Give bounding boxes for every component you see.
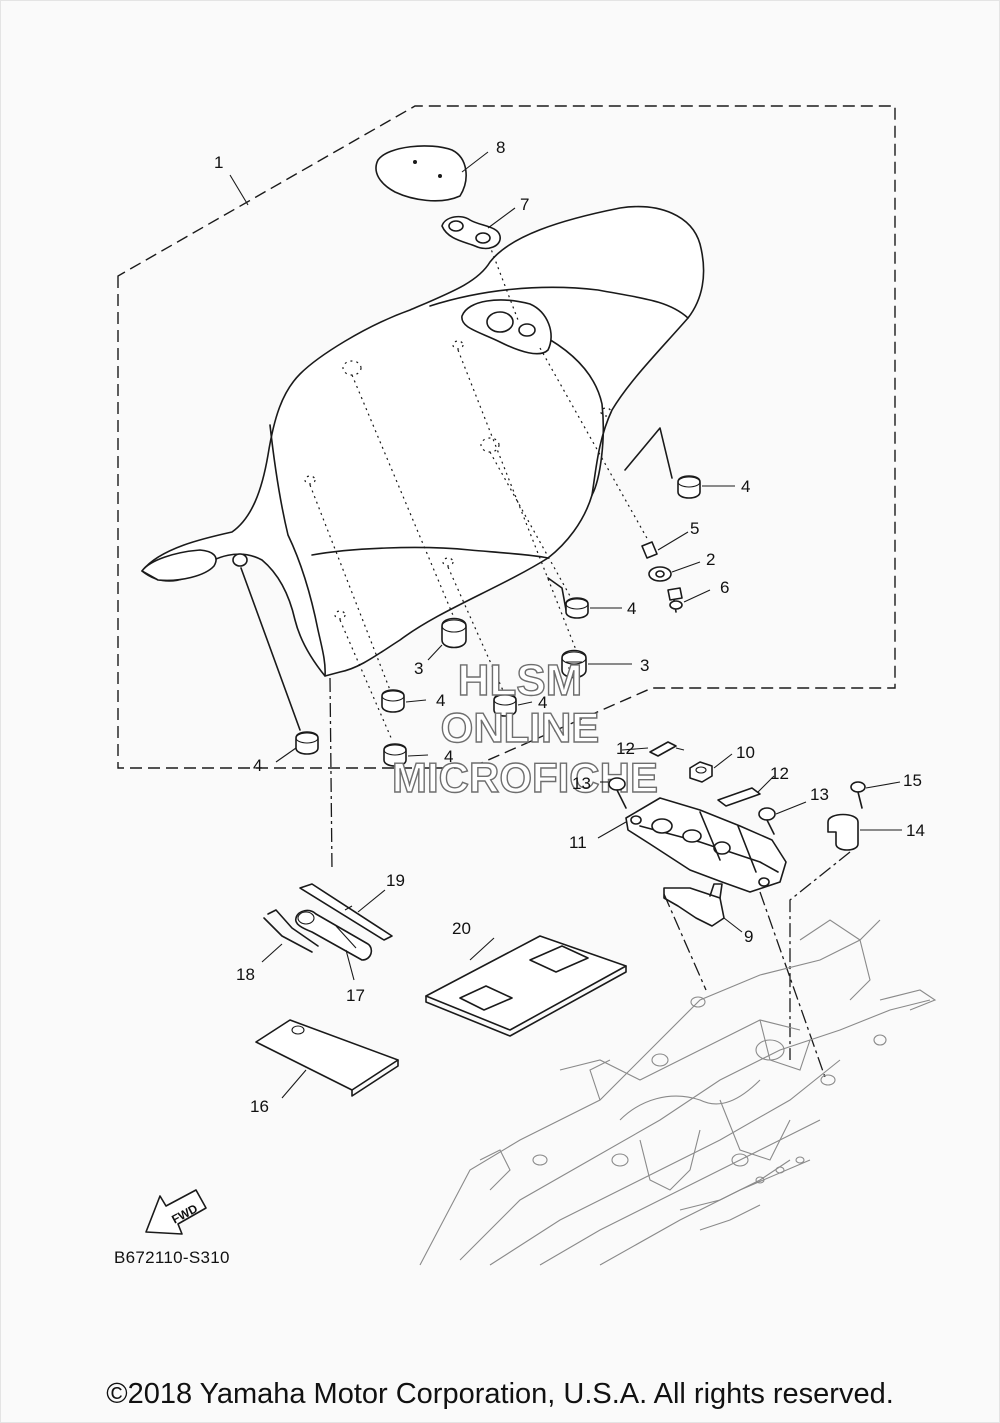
bolt-13b [758,807,776,835]
damper-3b [561,649,587,679]
callout-5: 5 [690,519,699,538]
seat-rear-ridge [429,286,689,319]
callout-15: 15 [903,771,922,790]
damper-4a [677,475,701,499]
diagram-reference-code: B672110-S310 [114,1248,230,1267]
callout-10: 10 [736,743,755,762]
damper-4f [295,731,319,755]
callout-16: 16 [250,1097,269,1116]
damper-mark-7 [600,407,612,417]
bracket-leaders [329,677,902,1081]
rear-frame [419,919,937,1266]
callout-2: 2 [706,550,715,569]
callout-14: 14 [906,821,925,840]
seat-body [141,205,705,677]
collar-5 [641,541,658,559]
dampers-part-4 [295,475,701,767]
damper-4d [493,693,517,717]
tool-leaders [261,889,386,981]
callout-12-a: 12 [616,739,635,758]
seat-assembly-boundary [117,105,896,769]
bolt-6 [667,587,683,613]
callout-4-a: 4 [741,477,750,496]
callout-8: 8 [496,138,505,157]
damper-mark-3 [304,475,316,485]
callout-4-b: 4 [627,599,636,618]
copyright-notice: ©2018 Yamaha Motor Corporation, U.S.A. A… [106,1378,894,1410]
envelope-16 [255,1019,399,1099]
watermark-line-1: HLSM [458,656,583,705]
callout-19: 19 [386,871,405,890]
fwd-arrow: FWD [145,1189,207,1235]
callout-13-b: 13 [810,785,829,804]
callout-18: 18 [236,965,255,984]
washer-2 [648,566,672,582]
owners-manual-20 [425,935,627,1037]
watermark: HLSM ONLINE MICROFICHE [391,655,658,801]
hex-wrench-18 [263,909,319,953]
damper-4c [381,689,405,713]
watermark-line-3: MICROFICHE [392,754,658,801]
seat-front-trim [311,546,549,559]
part-8-cover [375,145,467,202]
clamp-14 [827,813,859,851]
seat-left-edge [269,424,326,677]
callout-20: 20 [452,919,471,938]
callout-17: 17 [346,986,365,1005]
tape-12b [717,787,761,807]
callout-1: 1 [214,153,223,172]
dampers-part-3 [441,617,587,679]
seat-lock-bracket-11 [625,797,787,893]
callout-3-a: 3 [414,659,423,678]
callout-6: 6 [720,578,729,597]
tape-12a [649,741,677,757]
watermark-line-2: ONLINE [441,704,600,751]
callout-4-e: 4 [444,747,453,766]
callout-12-b: 12 [770,764,789,783]
tool-strap-19 [299,883,393,941]
damper-mark-5 [442,557,454,567]
part-7-grommet [441,215,501,250]
leader-lines [229,151,735,763]
callout-4-d: 4 [538,693,547,712]
seat-cover-hole-2 [518,323,536,337]
callout-3-b: 3 [640,656,649,675]
damper-mark-4 [452,340,464,350]
damper-4b [565,597,589,619]
seat-mount-hole [232,553,248,567]
seat-lock-9 [663,883,725,927]
callout-13-a: 13 [572,774,591,793]
fasteners-5-2-6 [641,541,683,613]
seat-assembly [141,205,705,677]
seat-front-tip [141,549,217,582]
callout-7: 7 [520,195,529,214]
seat-side-trim [539,333,605,496]
callout-4-c: 4 [436,691,445,710]
callout-11: 11 [569,833,587,852]
damper-mark-6 [334,610,346,620]
damper-3a [441,617,467,649]
callout-9: 9 [744,927,753,946]
bolt-13a [608,777,627,809]
callout-4-f: 4 [253,756,262,775]
damper-4e [383,743,407,767]
bolt-15 [850,781,866,809]
nut-10 [689,761,713,783]
callout-labels: 1 8 7 4 5 2 6 4 3 3 4 4 4 4 12 10 12 13 … [214,138,925,1116]
seat-cover-hole-1 [486,311,514,333]
tool-handle-17 [294,909,373,961]
projection-lines [240,227,673,741]
